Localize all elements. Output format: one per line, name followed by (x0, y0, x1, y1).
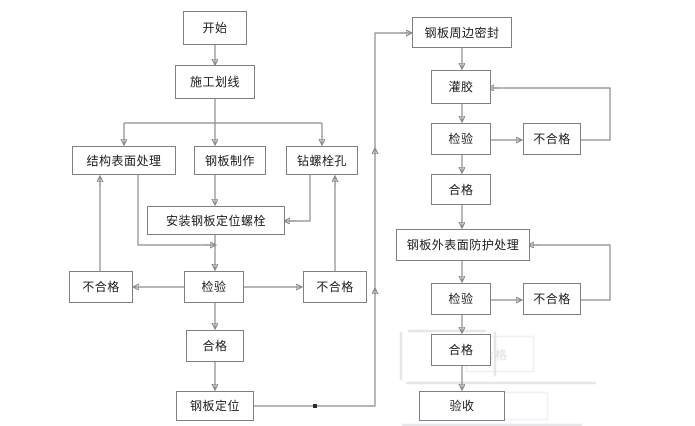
node-layout-lines[interactable]: 施工划线 (175, 65, 255, 99)
node-perimeter-seal[interactable]: 钢板周边密封 (412, 17, 512, 48)
node-inspect-2-label: 检验 (448, 132, 474, 146)
node-inspect-3[interactable]: 检验 (431, 283, 491, 315)
node-plate-positioning[interactable]: 钢板定位 (176, 391, 254, 421)
node-pass-1[interactable]: 合格 (186, 330, 244, 362)
node-pass-2[interactable]: 合格 (431, 174, 491, 205)
node-start-label: 开始 (202, 21, 228, 35)
node-drill-bolt-holes-label: 钻螺栓孔 (296, 153, 347, 168)
node-plate-positioning-label: 钢板定位 (189, 399, 240, 413)
node-fail-2-label: 不合格 (533, 132, 571, 146)
node-surface-treatment[interactable]: 结构表面处理 (72, 146, 176, 175)
node-fail-3-label: 不合格 (533, 292, 571, 306)
node-pass-1-label: 合格 (202, 339, 228, 353)
node-pass-3-label: 合格 (448, 343, 474, 357)
node-inspect-1[interactable]: 检验 (184, 271, 244, 303)
node-fail-right-1-label: 不合格 (316, 280, 354, 294)
node-pass-2-label: 合格 (448, 182, 474, 197)
node-plate-fabrication[interactable]: 钢板制作 (194, 146, 266, 175)
node-fail-left-1-label: 不合格 (82, 280, 120, 294)
node-inspect-2[interactable]: 检验 (431, 123, 491, 155)
node-install-anchor-bolts[interactable]: 安装钢板定位螺栓 (147, 206, 285, 235)
node-inspect-1-label: 检验 (201, 280, 227, 294)
node-inspect-3-label: 检验 (448, 292, 474, 306)
node-plate-fabrication-label: 钢板制作 (204, 153, 255, 168)
node-fail-3[interactable]: 不合格 (523, 283, 581, 315)
node-surface-treatment-label: 结构表面处理 (86, 153, 162, 168)
node-fail-left-1[interactable]: 不合格 (69, 271, 133, 303)
node-exterior-protection[interactable]: 钢板外表面防护处理 (396, 229, 530, 261)
node-start[interactable]: 开始 (183, 11, 247, 45)
node-perimeter-seal-label: 钢板周边密封 (424, 25, 500, 40)
node-acceptance-label: 验收 (449, 399, 475, 413)
node-install-anchor-bolts-label: 安装钢板定位螺栓 (165, 213, 266, 228)
node-acceptance[interactable]: 验收 (419, 391, 505, 421)
node-pass-3[interactable]: 合格 (431, 334, 491, 366)
node-exterior-protection-label: 钢板外表面防护处理 (406, 238, 520, 252)
node-fail-2[interactable]: 不合格 (523, 123, 581, 155)
node-grouting-label: 灌胶 (448, 80, 474, 94)
node-grouting[interactable]: 灌胶 (431, 70, 491, 104)
node-layout-lines-label: 施工划线 (189, 75, 240, 89)
node-fail-right-1[interactable]: 不合格 (303, 271, 367, 303)
node-drill-bolt-holes[interactable]: 钻螺栓孔 (286, 146, 358, 175)
